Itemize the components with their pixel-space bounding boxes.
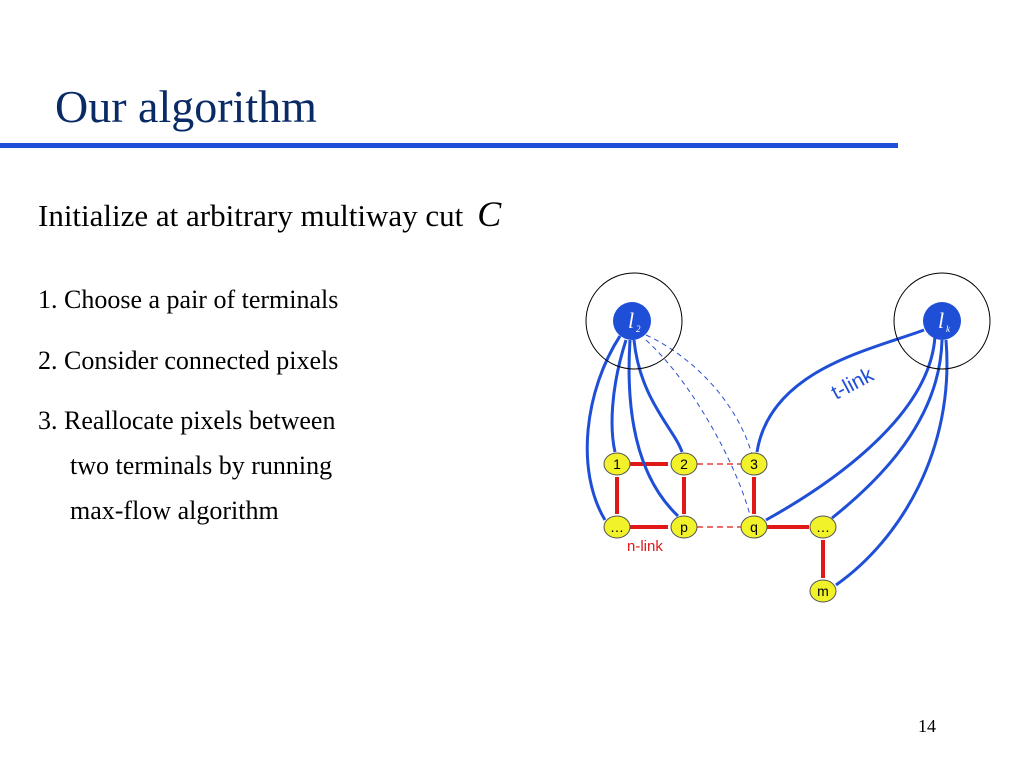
n-link-label: n-link (627, 538, 663, 555)
subtitle-variable: C (477, 194, 502, 234)
pixel-1-label: 1 (613, 456, 621, 472)
terminal-lk-node (923, 302, 961, 340)
terminal-l2-label: l (628, 308, 634, 333)
subtitle: Initialize at arbitrary multiway cut C (38, 193, 501, 235)
title-underline (0, 143, 898, 148)
pixel-labels: 1 2 3 … p q … m (610, 456, 830, 599)
pixel-1 (603, 452, 631, 476)
pixel-p (670, 515, 698, 539)
dashed-n-links (697, 463, 741, 528)
terminal-l2-subscript: 2 (636, 324, 641, 334)
pixel-p-label: p (680, 519, 688, 535)
t-link-l2-1 (610, 339, 628, 453)
step-3-line-2: two terminals by running (70, 451, 333, 480)
pixel-m-label: m (817, 583, 829, 599)
pixel-dots-left (603, 515, 631, 539)
pixel-2 (670, 452, 698, 476)
dashed-t-links (645, 334, 753, 516)
pixel-dots-left-label: … (610, 519, 624, 535)
pixel-dots-right (809, 515, 837, 539)
pixel-q-label: q (750, 519, 758, 535)
pixel-2-label: 2 (680, 456, 688, 472)
dashed-t-link-l2-q (645, 339, 751, 516)
n-links (615, 462, 825, 578)
pixel-3 (740, 452, 768, 476)
t-link-lk-3 (755, 328, 925, 453)
t-link-l2-dots (585, 335, 622, 521)
slide-title: Our algorithm (55, 81, 317, 132)
pixel-dots-right-label: … (816, 519, 830, 535)
pixel-3-label: 3 (750, 456, 758, 472)
step-3: 3. Reallocate pixels between (38, 406, 336, 435)
page-number: 14 (918, 716, 936, 736)
t-link-l2-2 (632, 339, 684, 453)
subtitle-text: Initialize at arbitrary multiway cut (38, 198, 464, 233)
pixel-m (809, 579, 837, 603)
terminal-l2-node (613, 302, 651, 340)
step-1: 1. Choose a pair of terminals (38, 285, 339, 314)
t-link-label: t-link (828, 363, 878, 404)
step-3-line-3: max-flow algorithm (70, 496, 279, 525)
pixel-nodes (603, 452, 837, 603)
terminal-l2-ring (585, 272, 683, 370)
t-link-l2-p (627, 339, 680, 518)
terminal-lk-label: l (938, 308, 944, 333)
step-2: 2. Consider connected pixels (38, 346, 339, 375)
dashed-t-link-l2-3 (645, 334, 753, 456)
t-link-lk-m (835, 339, 949, 587)
pixel-q (740, 515, 768, 539)
terminal-lk-ring (893, 272, 991, 370)
terminal-lk-subscript: k (946, 324, 951, 334)
t-link-lk-q (765, 335, 937, 522)
